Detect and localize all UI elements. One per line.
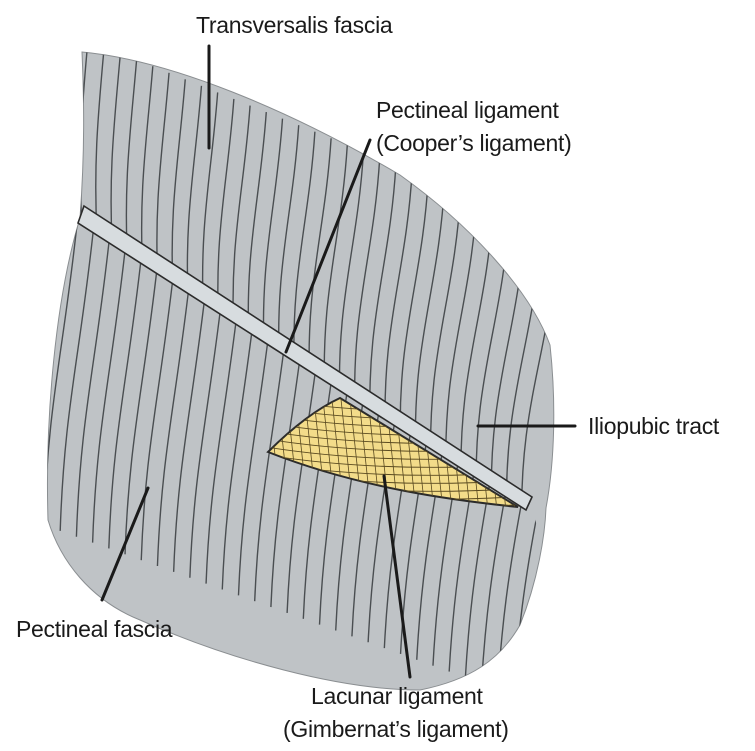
label-pectineal-ligament: Pectineal ligament	[376, 97, 559, 123]
label-iliopubic-tract: Iliopubic tract	[588, 413, 720, 439]
label-gimbernats-ligament: (Gimbernat’s ligament)	[283, 716, 509, 742]
label-pectineal-fascia: Pectineal fascia	[16, 616, 173, 642]
label-coopers-ligament: (Cooper’s ligament)	[376, 130, 571, 156]
label-lacunar-ligament: Lacunar ligament	[311, 683, 484, 709]
label-transversalis-fascia: Transversalis fascia	[196, 12, 393, 38]
